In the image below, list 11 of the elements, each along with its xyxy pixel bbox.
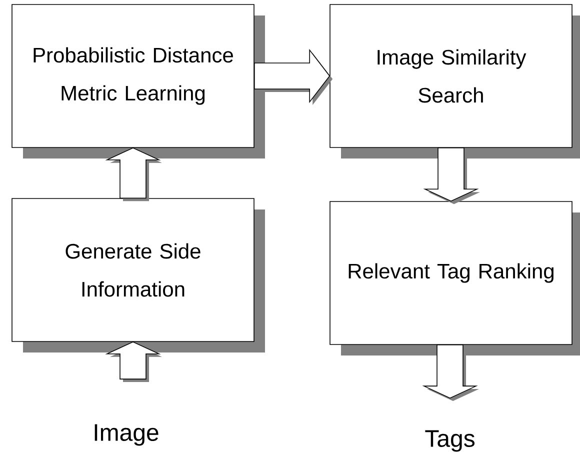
process-box: Probabilistic Distance Metric Learning bbox=[12, 4, 265, 158]
process-box: Generate Side Information bbox=[12, 198, 265, 352]
block-arrow bbox=[423, 148, 480, 204]
process-box: Image Similarity Search bbox=[330, 4, 580, 158]
text-label: Image bbox=[94, 424, 158, 446]
block-arrow bbox=[254, 48, 333, 105]
block-arrow bbox=[422, 344, 479, 402]
block-arrow bbox=[105, 341, 162, 382]
block-arrow bbox=[105, 147, 162, 202]
text-label: Tags bbox=[425, 430, 474, 452]
process-box: Relevant Tag Ranking bbox=[330, 201, 580, 356]
